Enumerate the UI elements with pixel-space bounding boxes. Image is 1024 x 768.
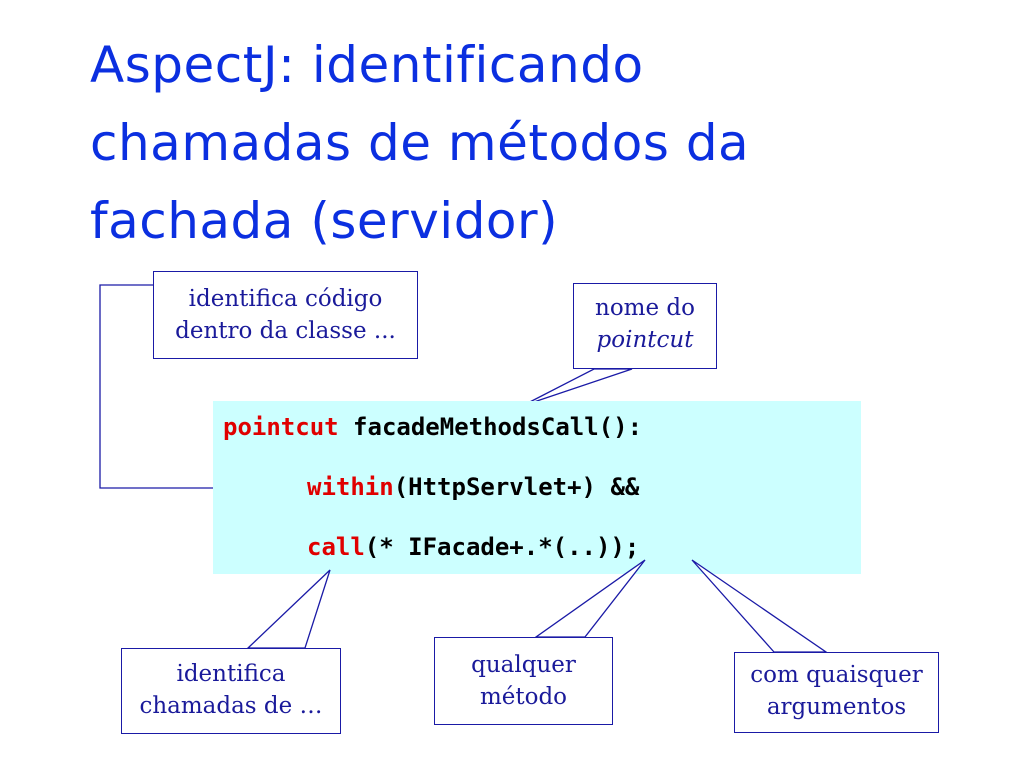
code-line-pointcut: pointcut facadeMethodsCall(): xyxy=(223,413,642,441)
args-pointer xyxy=(691,559,829,653)
callout-args-line-1: com quaisquer xyxy=(750,662,923,688)
callout-classe-line-1: identifica código xyxy=(188,286,383,312)
callout-nome-line-2: pointcut xyxy=(596,327,694,353)
keyword-call: call xyxy=(307,533,365,561)
callout-chamadas-line-1: identifica xyxy=(176,661,286,687)
callout-args-line-2: argumentos xyxy=(766,694,907,720)
callout-identifica-chamadas: identifica chamadas de … xyxy=(121,648,341,734)
callout-metodo-line-1: qualquer xyxy=(471,652,576,678)
callout-qualquer-metodo: qualquer método xyxy=(434,637,613,725)
chamadas-pointer xyxy=(246,569,331,649)
title-line-2: chamadas de métodos da xyxy=(90,114,750,172)
code-line-call: call(* IFacade+.*(..)); xyxy=(307,533,639,561)
slide-title: AspectJ: identificando chamadas de métod… xyxy=(90,26,990,260)
title-line-3: fachada (servidor) xyxy=(90,192,559,250)
classe-bracket xyxy=(99,284,290,489)
title-line-1: AspectJ: identificando xyxy=(90,36,644,94)
callout-classe-line-2: dentro da classe ... xyxy=(175,318,396,344)
keyword-pointcut: pointcut xyxy=(223,413,339,441)
code-line-within: within(HttpServlet+) && xyxy=(307,473,639,501)
callout-metodo-line-2: método xyxy=(479,684,568,710)
call-args: (* IFacade+.*(..)); xyxy=(364,533,640,561)
within-args: (HttpServlet+) && xyxy=(393,473,640,501)
keyword-within: within xyxy=(307,473,394,501)
nome-pointer xyxy=(521,368,633,407)
callout-nome-pointcut: nome do pointcut xyxy=(573,283,717,369)
callout-chamadas-line-2: chamadas de … xyxy=(139,693,323,719)
pointcut-signature: facadeMethodsCall(): xyxy=(338,413,643,441)
callout-quaisquer-argumentos: com quaisquer argumentos xyxy=(734,652,939,733)
callout-nome-line-1: nome do xyxy=(595,295,695,321)
code-block: pointcut facadeMethodsCall(): within(Htt… xyxy=(213,401,861,574)
metodo-pointer xyxy=(533,559,646,638)
callout-identifica-codigo: identifica código dentro da classe ... xyxy=(153,271,418,359)
